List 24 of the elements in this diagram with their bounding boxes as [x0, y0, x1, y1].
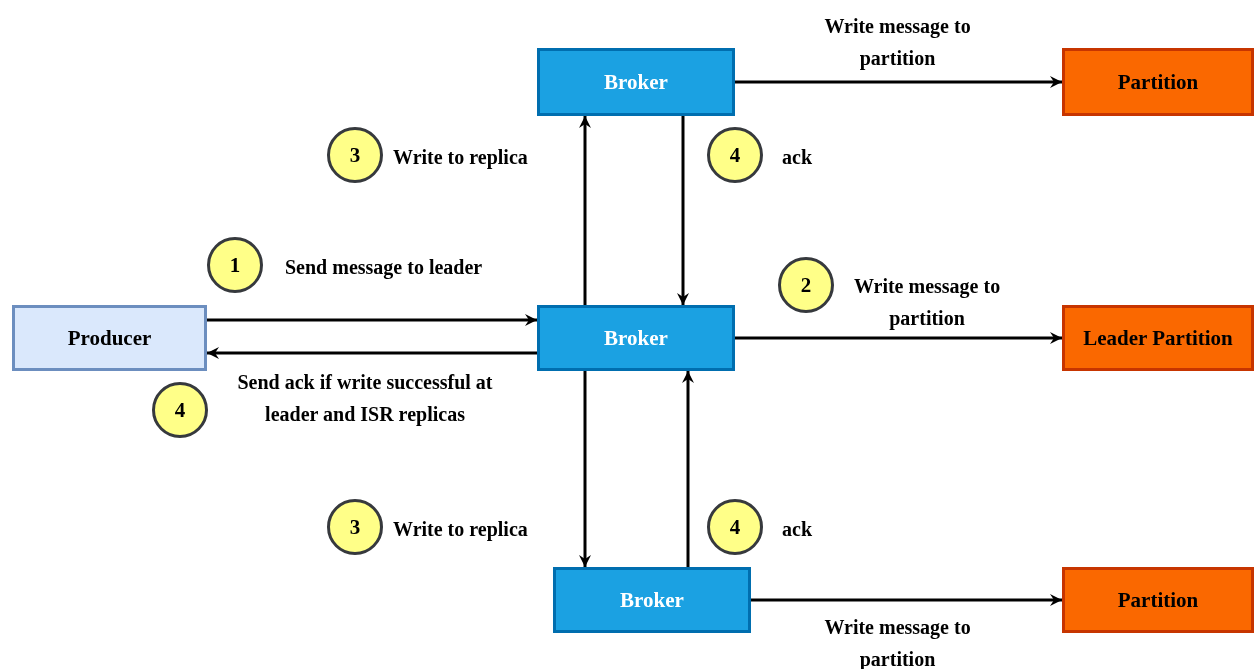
edge-label: Write message to partition: [823, 14, 972, 72]
broker-box: Broker: [537, 48, 735, 116]
arrow: [735, 76, 1062, 88]
arrow: [677, 116, 689, 305]
edge-label: Write to replica: [393, 517, 529, 543]
partition-box: Partition: [1062, 48, 1254, 116]
edge-label: ack: [782, 145, 813, 170]
edge-label: Write to replica: [393, 145, 529, 171]
arrow: [207, 347, 537, 359]
arrow: [579, 116, 591, 305]
edge-label: Write message to partition: [852, 274, 1002, 332]
arrow: [579, 371, 591, 567]
edge-label: ack: [782, 517, 813, 542]
partition-box: Partition: [1062, 567, 1254, 633]
partition-box: Leader Partition: [1062, 305, 1254, 371]
arrow: [751, 594, 1062, 606]
broker-box: Broker: [537, 305, 735, 371]
arrow: [207, 314, 537, 326]
broker-box: Broker: [553, 567, 751, 633]
edge-label: Send ack if write successful at leader and ISR replicas: [236, 370, 494, 428]
arrow: [735, 332, 1062, 344]
arrow: [682, 371, 694, 567]
edge-label: Send message to leader: [285, 255, 484, 281]
producer-box: Producer: [12, 305, 207, 371]
